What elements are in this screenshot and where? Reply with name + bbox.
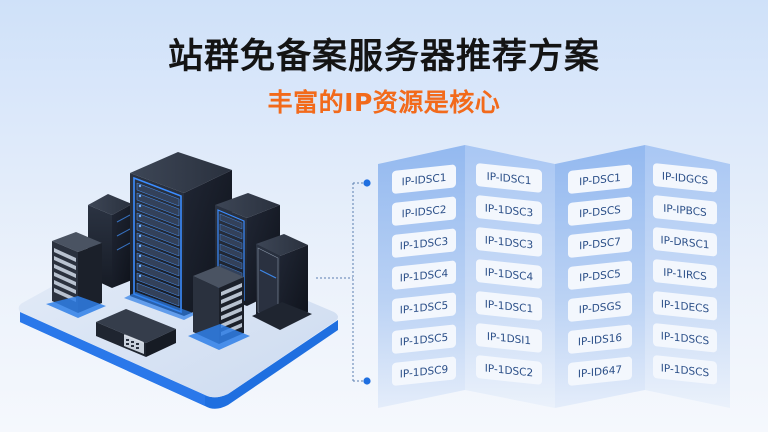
svg-text:IP-1DSCS: IP-1DSCS: [661, 362, 710, 379]
page-title: 站群免备案服务器推荐方案: [167, 37, 600, 77]
svg-text:IP-DSCS: IP-DSCS: [579, 204, 621, 220]
ip-tag[interactable]: IP-1DSI1: [476, 323, 542, 353]
server-stack-icon: [46, 232, 106, 318]
ip-tag[interactable]: IP-1DSC1: [476, 291, 542, 321]
svg-text:IP-1DSC2: IP-1DSC2: [485, 362, 533, 379]
svg-text:IP-IDSC2: IP-IDSC2: [402, 204, 447, 221]
svg-text:IP-1DSC5: IP-1DSC5: [400, 332, 448, 349]
ip-tag[interactable]: IP-IDGCS: [653, 163, 717, 193]
ip-tag[interactable]: IP-DSGS: [568, 292, 632, 322]
server-stack-icon: [188, 266, 250, 350]
ip-tag[interactable]: IP-1DSC5: [392, 292, 456, 322]
svg-text:IP-DSC7: IP-DSC7: [579, 236, 621, 252]
ip-tag[interactable]: IP-1DSC3: [476, 227, 542, 257]
ip-tag[interactable]: IP-1DSC9: [392, 356, 456, 386]
svg-text:IP-1DSC5: IP-1DSC5: [400, 300, 448, 317]
svg-text:IP-IDS16: IP-IDS16: [578, 332, 622, 349]
ip-tag[interactable]: IP-DSCS: [568, 196, 632, 226]
svg-text:IP-1DSC1: IP-1DSC1: [485, 298, 533, 315]
svg-text:IP-1DSC3: IP-1DSC3: [485, 234, 533, 251]
ip-column-3: IP-DSC1 IP-DSCS IP-DSC7 IP-DSC5 IP-DSGS …: [568, 164, 632, 386]
svg-text:IP-1DSCS: IP-1DSCS: [661, 330, 710, 347]
ip-tag[interactable]: IP-1DSC5: [392, 324, 456, 354]
svg-text:IP-IDSC1: IP-IDSC1: [487, 171, 532, 188]
ip-tag[interactable]: IP-IDS16: [568, 324, 632, 354]
server-rack-icon: [252, 234, 312, 330]
ip-tag[interactable]: IP-DSC5: [568, 260, 632, 290]
ip-tag[interactable]: IP-1DECS: [653, 291, 717, 321]
ip-tag[interactable]: IP-1DSCS: [653, 355, 717, 385]
svg-text:IP-DSC5: IP-DSC5: [579, 268, 621, 284]
page-subtitle: 丰富的IP资源是核心: [267, 88, 501, 117]
ip-tag[interactable]: IP-DSC7: [568, 228, 632, 258]
svg-text:IP-1DSC4: IP-1DSC4: [485, 266, 534, 283]
connector-dot-top: [363, 179, 371, 187]
svg-text:IP-IDGCS: IP-IDGCS: [662, 170, 709, 187]
svg-text:IP-IDSC1: IP-IDSC1: [402, 172, 447, 189]
ip-tag[interactable]: IP-IPBCS: [653, 195, 717, 225]
ip-tag[interactable]: IP-1DSC3: [476, 195, 542, 225]
ip-tag[interactable]: IP-IDSC2: [392, 196, 456, 226]
ip-tag[interactable]: IP-IDSC1: [392, 164, 456, 194]
svg-text:IP-1DSC3: IP-1DSC3: [485, 202, 533, 219]
ip-tag[interactable]: IP-DSC1: [568, 164, 632, 194]
ip-tag[interactable]: IP-1DSC2: [476, 355, 542, 385]
ip-tag[interactable]: IP-1DSC4: [392, 260, 456, 290]
ip-tag[interactable]: IP-1DSCS: [653, 323, 717, 353]
connector-bracket: [316, 182, 366, 382]
svg-text:IP-1DECS: IP-1DECS: [661, 298, 710, 315]
connector-dot-bottom: [363, 377, 371, 385]
network-switch-icon: [96, 309, 176, 357]
svg-text:IP-DRSC1: IP-DRSC1: [661, 234, 710, 251]
ip-column-4: IP-IDGCS IP-IPBCS IP-DRSC1 IP-1IRCS IP-1…: [653, 163, 717, 385]
ip-tag[interactable]: IP-DRSC1: [653, 227, 717, 257]
svg-text:IP-1DSC9: IP-1DSC9: [400, 364, 448, 381]
ip-column-2: IP-IDSC1 IP-1DSC3 IP-1DSC3 IP-1DSC4 IP-1…: [476, 163, 542, 385]
svg-text:IP-1IRCS: IP-1IRCS: [663, 267, 707, 284]
svg-text:IP-DSC1: IP-DSC1: [579, 172, 621, 188]
ip-tag[interactable]: IP-1IRCS: [653, 259, 717, 289]
svg-text:IP-1DSI1: IP-1DSI1: [487, 331, 531, 348]
svg-text:IP-1DSC4: IP-1DSC4: [400, 268, 449, 285]
ip-tag[interactable]: IP-1DSC3: [392, 228, 456, 258]
ip-tag[interactable]: IP-IDSC1: [476, 163, 542, 193]
ip-column-1: IP-IDSC1 IP-IDSC2 IP-1DSC3 IP-1DSC4 IP-1…: [392, 164, 456, 386]
svg-text:IP-IPBCS: IP-IPBCS: [663, 203, 707, 220]
ip-tag[interactable]: IP-1DSC4: [476, 259, 542, 289]
svg-text:IP-DSGS: IP-DSGS: [579, 300, 622, 316]
ip-tag[interactable]: IP-ID647: [568, 356, 632, 386]
svg-text:IP-1DSC3: IP-1DSC3: [400, 236, 448, 253]
svg-text:IP-ID647: IP-ID647: [578, 364, 622, 381]
server-rack-icon: [88, 194, 132, 288]
